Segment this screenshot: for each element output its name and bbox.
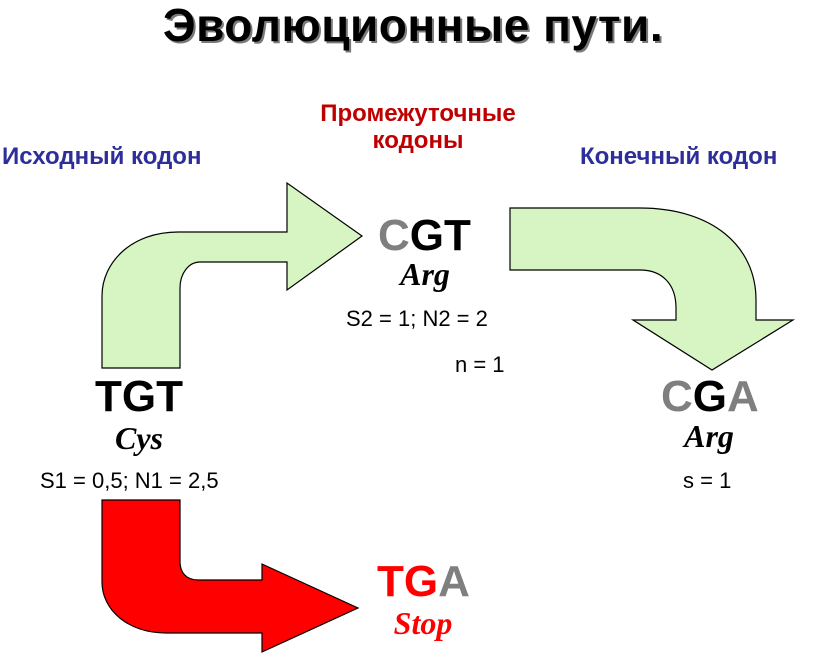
heading-intermediate-line2: кодоны [372,127,464,154]
heading-intermediate-codons: Промежуточные кодоны [296,100,540,154]
amino-acid-intermediate: Arg [400,256,450,292]
codon-stop: TGA [377,557,470,607]
amino-acid-stop: Stop [393,605,453,641]
heading-intermediate-line1: Промежуточные [320,100,516,127]
heading-final-codon: Конечный кодон [580,143,778,170]
codon-letter-changed: C [661,372,693,421]
codon-final: CGA [661,372,759,422]
codon-source: TGT [95,372,183,422]
page-title: Эволюционные пути. [162,0,664,51]
codon-letter: T [444,211,471,260]
codon-letter-changed: A [438,557,470,606]
codon-letter: G [403,557,439,606]
amino-acid-final: Arg [684,418,734,454]
arrow-intermediate-to-final [509,207,796,371]
arrow-source-to-stop [101,499,360,653]
codon-letter: T [377,557,404,606]
codon-letter: T [156,372,184,421]
amino-acid-source: Cys [115,420,163,456]
codon-letter: T [95,372,122,421]
codon-letter: G [692,372,728,421]
stats-final: s = 1 [683,468,732,493]
codon-letter: G [121,372,157,421]
heading-source-codon: Исходный кодон [2,143,202,170]
codon-letter-changed: A [727,372,759,421]
arrow-source-to-intermediate [101,181,364,369]
codon-intermediate: CGT [378,211,471,261]
codon-letter: G [409,211,445,260]
codon-letter-changed: C [378,211,410,260]
stats-source: S1 = 0,5; N1 = 2,5 [40,468,219,493]
stats-intermediate: S2 = 1; N2 = 2 [346,306,488,331]
stats-intermediate-n: n = 1 [455,352,505,377]
